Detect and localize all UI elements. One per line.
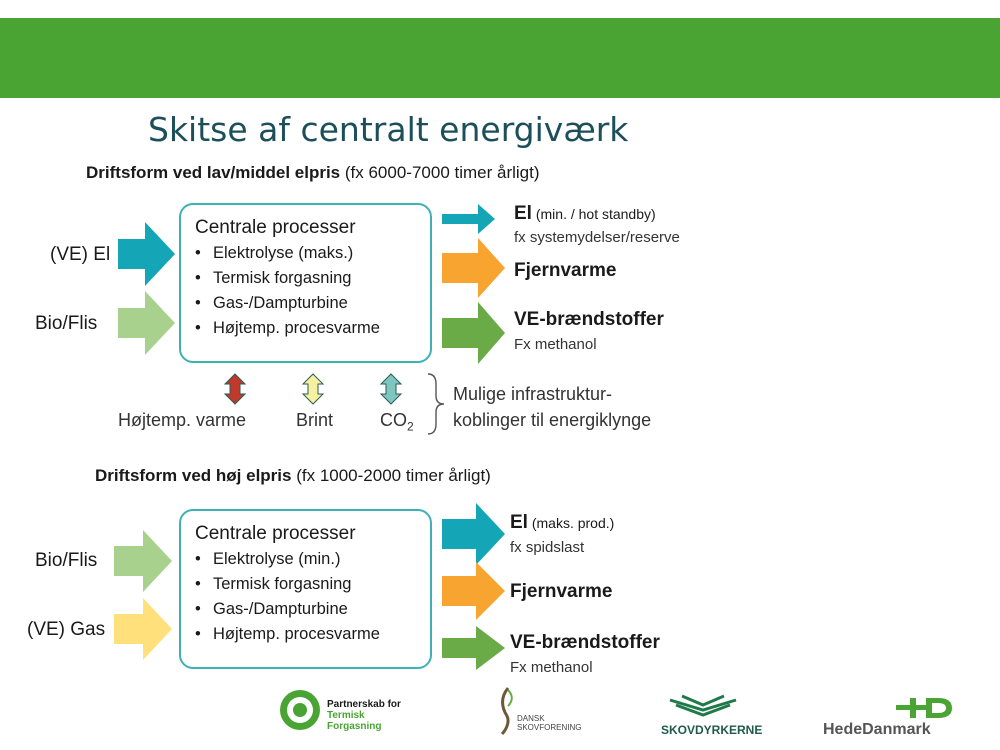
infra-co2-label: CO2 <box>380 410 414 434</box>
process-list: Elektrolyse (min.) Termisk forgasning Ga… <box>195 547 380 647</box>
input-label-bio-2: Bio/Flis <box>35 550 98 571</box>
mode2-heading-rest: (fx 1000-2000 timer årligt) <box>291 466 491 485</box>
input-arrow-el <box>118 222 175 286</box>
ptf-line3: Forgasning <box>327 721 382 732</box>
input-label-gas: (VE) Gas <box>27 619 106 640</box>
output-el-label: El <box>514 203 532 224</box>
input-arrow-gas <box>114 598 172 660</box>
central-processes-box-2: Centrale processer Elektrolyse (min.) Te… <box>179 509 432 669</box>
process-item: Højtemp. procesvarme <box>195 622 380 647</box>
dansk-line1: DANSK <box>517 714 545 723</box>
output-arrow-fjernvarme-2 <box>442 562 505 620</box>
output-el-note: (min. / hot standby) <box>531 206 656 222</box>
input-label-el: (VE) El <box>50 244 111 265</box>
output-el-2: El (maks. prod.) <box>510 512 614 534</box>
mode1-heading-bold: Driftsform ved lav/middel elpris <box>86 163 341 182</box>
infra-brint-label: Brint <box>296 410 334 430</box>
brint-double-arrow <box>301 373 325 405</box>
infra-note-line2: koblinger til energiklynge <box>453 410 652 430</box>
ptf-logo-icon <box>280 690 320 730</box>
mode2-heading: Driftsform ved høj elpris (fx 1000-2000 … <box>95 466 491 486</box>
slide-title: Skitse af centralt energiværk <box>148 110 629 149</box>
top-banner <box>0 18 1000 98</box>
output-fjernvarme-2: Fjernvarme <box>510 581 613 602</box>
dansk-skovforening-text: DANSK SKOVFORENING <box>517 714 581 732</box>
dansk-skovforening-leaf-icon <box>500 687 513 736</box>
input-label-bio: Bio/Flis <box>35 313 98 334</box>
ptf-line2: Termisk <box>327 710 365 721</box>
output-arrow-el <box>442 204 495 234</box>
hightemp-double-arrow <box>223 373 247 405</box>
mode1-heading: Driftsform ved lav/middel elpris (fx 600… <box>86 163 540 183</box>
co2-subscript: 2 <box>407 419 414 434</box>
dansk-line2: SKOVFORENING <box>517 723 582 732</box>
output-arrow-ve-fuel <box>442 302 505 364</box>
hededanmark-icon <box>896 698 952 718</box>
infra-note-line1: Mulige infrastruktur- <box>453 384 613 404</box>
process-item: Elektrolyse (maks.) <box>195 241 380 266</box>
input-arrow-bio <box>118 291 175 355</box>
ptf-line1: Partnerskab for <box>327 699 401 710</box>
output-ve-fuel-sub: Fx methanol <box>514 336 597 353</box>
output-ve-fuel: VE-brændstoffer <box>514 309 664 330</box>
mode1-heading-rest: (fx 6000-7000 timer årligt) <box>340 163 540 182</box>
infra-hightemp-label: Højtemp. varme <box>118 410 247 430</box>
skovdyrkerne-tree-icon <box>669 694 737 717</box>
process-list: Elektrolyse (maks.) Termisk forgasning G… <box>195 241 380 341</box>
output-fjernvarme: Fjernvarme <box>514 260 617 281</box>
ptf-logo-text: Partnerskab for Termisk Forgasning <box>327 699 401 732</box>
output-arrow-el-2 <box>442 503 505 565</box>
output-ve-fuel-2-sub: Fx methanol <box>510 659 593 676</box>
output-el-2-note: (maks. prod.) <box>527 515 615 531</box>
skovdyrkerne-text: SKOVDYRKERNE <box>661 723 763 737</box>
process-item: Elektrolyse (min.) <box>195 547 380 572</box>
output-el-2-sub: fx spidslast <box>510 539 585 556</box>
box-title: Centrale processer <box>195 523 356 544</box>
mode2-heading-bold: Driftsform ved høj elpris <box>95 466 292 485</box>
output-el-sub: fx systemydelser/reserve <box>514 229 680 246</box>
hededanmark-text: HedeDanmark <box>823 721 931 738</box>
process-item: Gas-/Dampturbine <box>195 291 380 316</box>
box-title: Centrale processer <box>195 217 356 238</box>
output-ve-fuel-2: VE-brændstoffer <box>510 632 660 653</box>
process-item: Gas-/Dampturbine <box>195 597 380 622</box>
process-item: Termisk forgasning <box>195 266 380 291</box>
co2-double-arrow <box>379 373 403 405</box>
input-arrow-bio-2 <box>114 530 172 592</box>
process-item: Højtemp. procesvarme <box>195 316 380 341</box>
infrastructure-brace <box>427 373 445 435</box>
co2-text: CO <box>380 410 407 430</box>
process-item: Termisk forgasning <box>195 572 380 597</box>
central-processes-box-1: Centrale processer Elektrolyse (maks.) T… <box>179 203 432 363</box>
output-el-2-label: El <box>510 512 528 533</box>
output-arrow-fjernvarme <box>442 238 505 298</box>
output-arrow-ve-fuel-2 <box>442 626 505 670</box>
output-el: El (min. / hot standby) <box>514 203 656 225</box>
